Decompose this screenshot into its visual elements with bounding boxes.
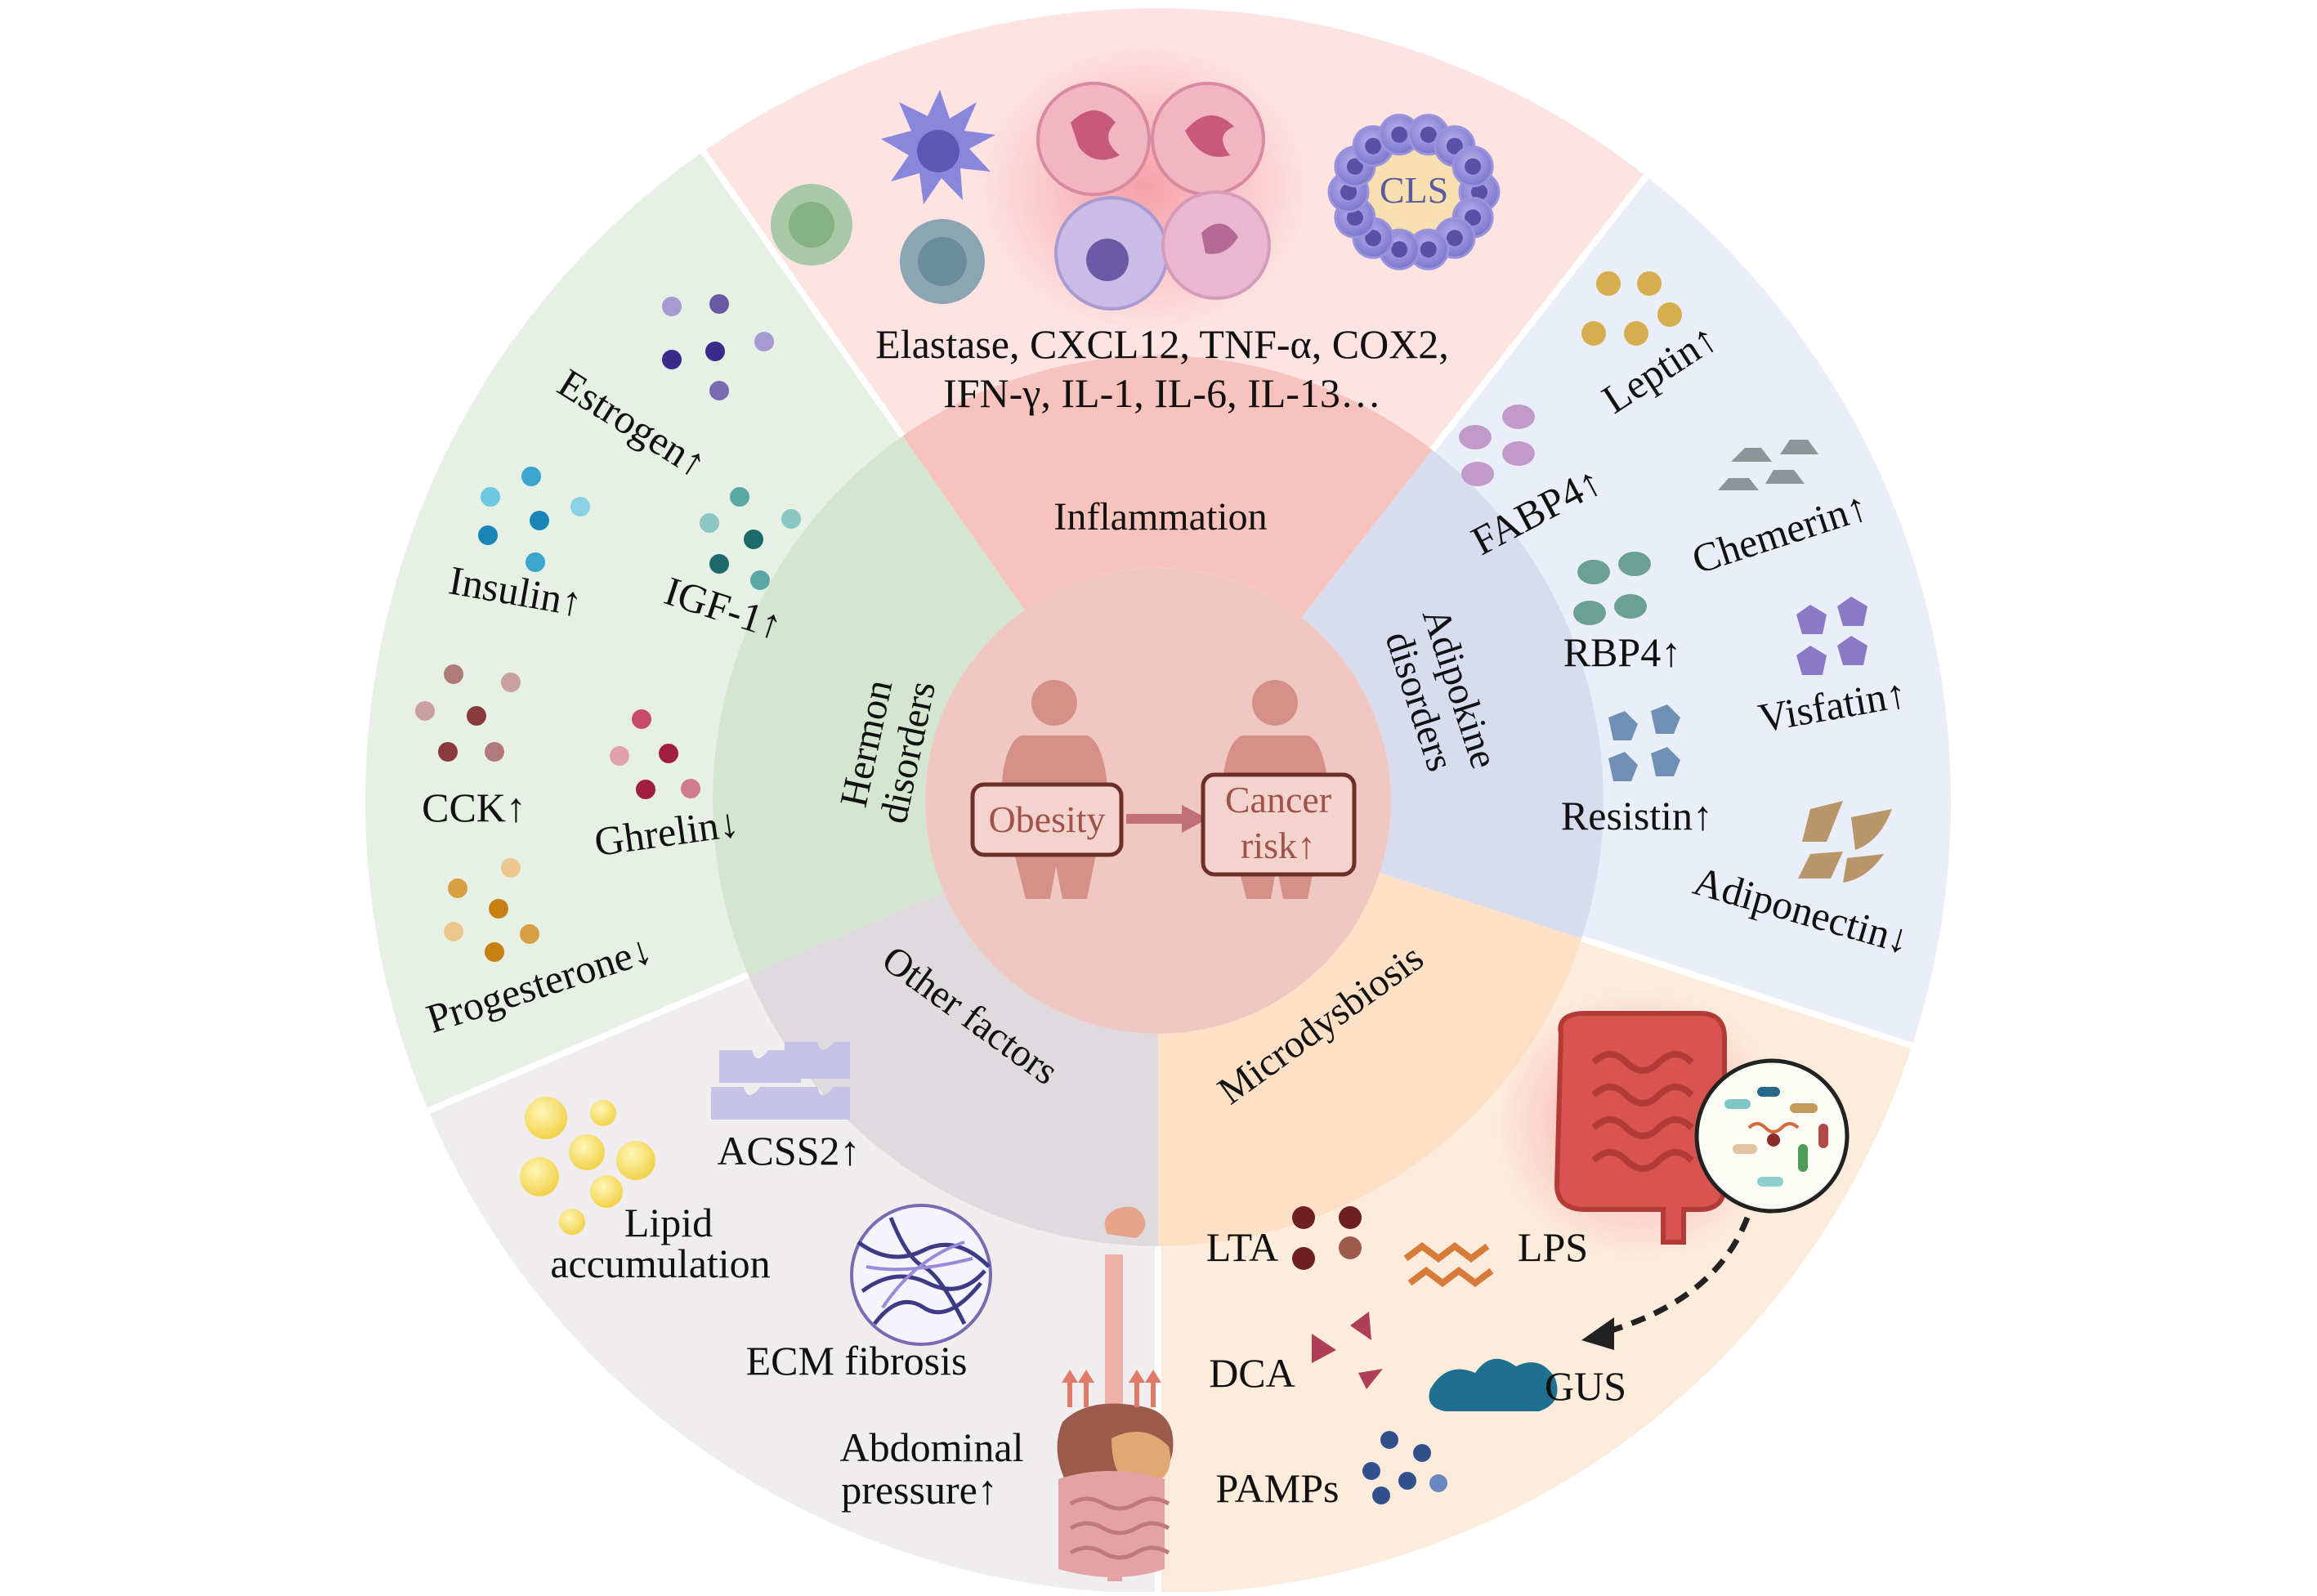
fabp4-icon bbox=[1459, 405, 1535, 486]
macrophage-nucleus bbox=[1391, 126, 1408, 143]
neutrophil-cluster-icon bbox=[981, 45, 1308, 331]
pressure-arrows-icon bbox=[1062, 1370, 1161, 1407]
cancer-risk-box bbox=[1201, 772, 1357, 877]
lps-icon bbox=[1403, 1242, 1494, 1287]
macrophage-nucleus bbox=[1446, 230, 1463, 247]
obesity-box bbox=[970, 782, 1124, 857]
hormone-sector bbox=[365, 151, 903, 1111]
macrophage-nucleus bbox=[1465, 209, 1482, 226]
macrophage-nucleus bbox=[1365, 137, 1382, 154]
macrophage-nucleus bbox=[1420, 241, 1437, 258]
dendritic-cell-icon bbox=[881, 90, 995, 204]
leptin-icon bbox=[1581, 271, 1682, 346]
chemerin-icon bbox=[1718, 440, 1818, 490]
microdysbiosis-ring-segment bbox=[1158, 873, 1582, 1246]
resistin-icon bbox=[1608, 704, 1680, 781]
visfatin-icon bbox=[1796, 597, 1867, 675]
immune-cells: CLS bbox=[771, 45, 1501, 331]
arrowhead-icon bbox=[1581, 1317, 1614, 1350]
sector-divider bbox=[1581, 935, 1913, 1049]
lta-icon bbox=[1292, 1206, 1362, 1270]
macrophage-nucleus bbox=[1465, 158, 1482, 175]
macrophage-nucleus bbox=[1420, 126, 1437, 143]
igf1-icon bbox=[700, 487, 801, 590]
pamps-label: PAMPs bbox=[1215, 1465, 1339, 1511]
macrophage-nucleus bbox=[1471, 184, 1487, 200]
lipid-label: Lipid bbox=[624, 1200, 713, 1245]
pressure-label: pressure↑ bbox=[841, 1467, 998, 1513]
abdominal-label: Abdominal bbox=[840, 1424, 1024, 1470]
outer-ring bbox=[365, 7, 1952, 1594]
insulin-icon bbox=[478, 467, 590, 572]
dca-icon bbox=[1312, 1312, 1383, 1389]
acss2-label: ACSS2↑ bbox=[717, 1128, 860, 1174]
sector-divider bbox=[700, 150, 906, 438]
gus-icon bbox=[1429, 1358, 1558, 1411]
obesity-label: Obesity bbox=[988, 798, 1105, 840]
cytokines-line-2: IFN-γ, IL-1, IL-6, IL-13… bbox=[943, 370, 1381, 416]
acss2-icon bbox=[711, 1042, 850, 1120]
sector-divider bbox=[1429, 174, 1649, 452]
adipokine-ring-segment bbox=[1301, 449, 1604, 939]
accumulation-label: accumulation bbox=[550, 1241, 770, 1286]
digestive-system-icon bbox=[1057, 1206, 1174, 1581]
rbp4-label: RBP4↑ bbox=[1563, 629, 1682, 675]
gus-label: GUS bbox=[1545, 1363, 1626, 1409]
cytokines-line-1: Elastase, CXCL12, TNF-α, COX2, bbox=[875, 321, 1449, 367]
inflammation-label: Inflammation bbox=[1053, 495, 1267, 539]
middle-ring bbox=[713, 355, 1604, 1246]
dashed-arrow-icon bbox=[1605, 1216, 1751, 1335]
estrogen-icon bbox=[662, 294, 774, 400]
ecm-fibrosis-label: ECM fibrosis bbox=[746, 1338, 968, 1384]
ecm-fiber-icon bbox=[850, 1204, 992, 1346]
rbp4-icon bbox=[1573, 552, 1651, 625]
progesterone-icon bbox=[444, 858, 539, 962]
crown-like-structure-icon bbox=[1327, 114, 1501, 270]
cck-icon bbox=[415, 664, 521, 762]
sector-divider bbox=[427, 972, 749, 1114]
macrophage-nucleus bbox=[1446, 137, 1463, 154]
arrow-right-icon bbox=[1126, 805, 1208, 833]
lta-label: LTA bbox=[1206, 1224, 1279, 1270]
macrophage-nucleus bbox=[1391, 241, 1408, 258]
magnified-bacteria-icon bbox=[1694, 1058, 1850, 1214]
hormone-ring-segment bbox=[713, 436, 1025, 975]
inflammation-ring-segment bbox=[902, 355, 1433, 618]
macrophage-nucleus bbox=[1340, 184, 1357, 200]
pamps-icon bbox=[1362, 1431, 1447, 1504]
intestine-icon bbox=[1496, 989, 1782, 1258]
cancer-label: Cancer bbox=[1225, 779, 1331, 820]
lipid-droplets-icon bbox=[520, 1097, 655, 1235]
dca-label: DCA bbox=[1209, 1350, 1295, 1396]
other-factors-ring-segment bbox=[748, 892, 1158, 1246]
adiponectin-icon bbox=[1798, 801, 1892, 883]
lps-label: LPS bbox=[1518, 1224, 1588, 1270]
cck-label: CCK↑ bbox=[422, 785, 526, 830]
macrophage-nucleus bbox=[1346, 158, 1363, 175]
resistin-label: Resistin↑ bbox=[1561, 793, 1713, 838]
risk-label: risk↑ bbox=[1241, 825, 1316, 866]
other-factors-sector bbox=[428, 974, 1158, 1594]
cls-label: CLS bbox=[1380, 169, 1448, 211]
macrophage-nucleus bbox=[1346, 209, 1363, 226]
macrophage-nucleus bbox=[1365, 230, 1382, 247]
ghrelin-icon bbox=[610, 709, 700, 799]
